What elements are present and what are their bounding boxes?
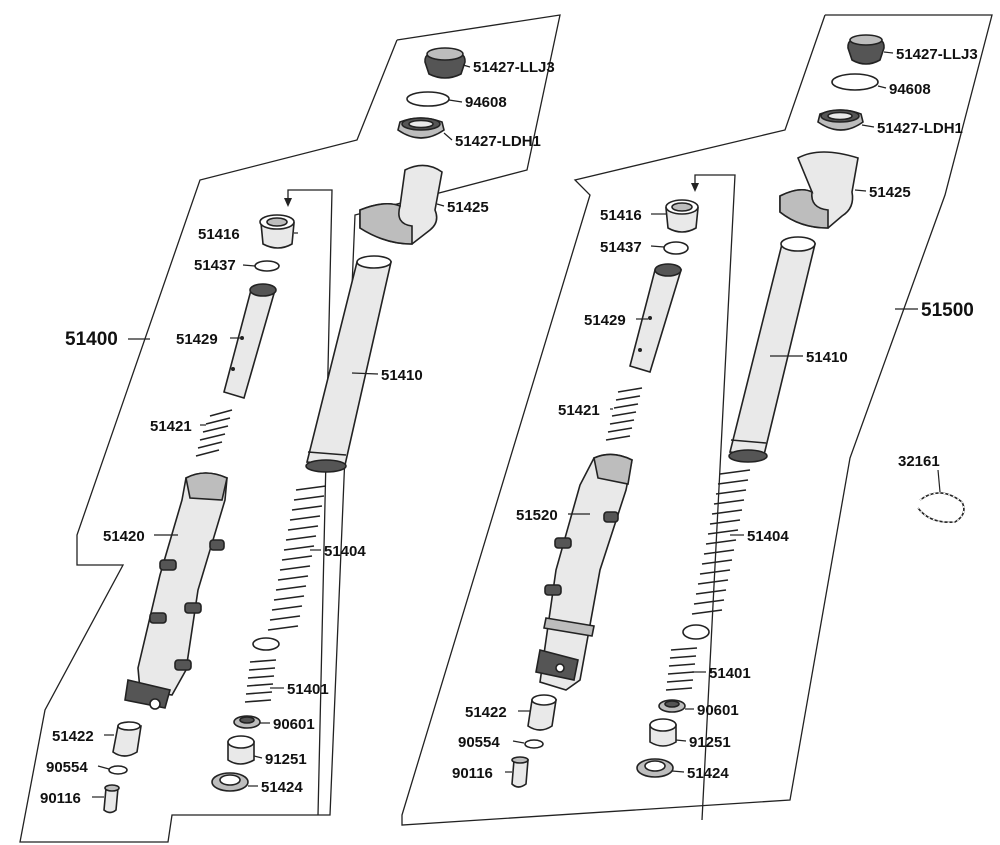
right-label-washer: 51437 xyxy=(600,239,642,256)
left-main-spring-part xyxy=(267,485,327,631)
left-label-cover: 51425 xyxy=(447,199,489,216)
right-oring-part xyxy=(831,73,879,91)
right-cap-lower-part xyxy=(817,109,864,131)
right-seal-part xyxy=(658,699,686,713)
left-label-cap-lower: 51427-LDH1 xyxy=(455,133,541,150)
left-label-collar: 91251 xyxy=(265,751,307,768)
right-bracket-arrow xyxy=(694,174,736,821)
right-label-bolt: 90116 xyxy=(452,765,493,782)
right-label-small-spring: 51421 xyxy=(558,402,600,419)
left-bracket-arrow xyxy=(287,189,333,816)
left-label-main-spring: 51404 xyxy=(324,543,366,560)
left-label-rod: 51429 xyxy=(176,331,218,348)
right-bracket-arrow-head xyxy=(691,183,699,192)
left-label-bolt: 90116 xyxy=(40,790,81,807)
left-lower-spring-part xyxy=(244,659,277,703)
left-oil-seal-part xyxy=(211,772,249,792)
right-bushing-part xyxy=(665,199,699,233)
right-bolt-part xyxy=(511,756,529,788)
left-label-lower-spring: 51401 xyxy=(287,681,329,698)
left-label-bottom-piece: 51422 xyxy=(52,728,94,745)
right-slider-part xyxy=(535,453,633,691)
right-washer-part xyxy=(663,241,689,255)
right-label-cap-top: 51427-LLJ3 xyxy=(896,46,978,63)
left-bottom-washer-part xyxy=(108,765,128,775)
left-label-slider: 51420 xyxy=(103,528,145,545)
right-small-spring-part xyxy=(605,387,643,441)
right-label-oil-seal: 51424 xyxy=(687,765,729,782)
left-label-oil-seal: 51424 xyxy=(261,779,303,796)
left-assembly-label: 51400 xyxy=(65,329,118,350)
right-cover-part xyxy=(779,151,859,229)
right-assembly-label: 51500 xyxy=(921,300,974,321)
right-label-cover: 51425 xyxy=(869,184,911,201)
right-assembly-frame xyxy=(401,14,993,826)
left-leader-lines xyxy=(92,64,471,798)
left-spacer-ring xyxy=(252,637,280,651)
left-bolt-part xyxy=(103,784,120,814)
left-oring-part xyxy=(406,91,450,107)
right-label-lower-spring: 51401 xyxy=(709,665,751,682)
left-label-cap-top: 51427-LLJ3 xyxy=(473,59,555,76)
left-cap-top-part xyxy=(424,47,466,79)
left-label-bushing: 51416 xyxy=(198,226,240,243)
right-label-bushing: 51416 xyxy=(600,207,642,224)
left-cover-part xyxy=(359,164,443,245)
right-main-spring-part xyxy=(691,469,751,615)
right-label-rod: 51429 xyxy=(584,312,626,329)
right-spacer-ring xyxy=(682,624,710,640)
left-bracket-arrow-head xyxy=(284,198,292,207)
right-label-outer-tube: 51410 xyxy=(806,349,848,366)
right-leader-lines xyxy=(505,51,941,773)
left-outer-tube-part xyxy=(305,255,393,473)
left-label-small-spring: 51421 xyxy=(150,418,192,435)
right-bottom-piece-part xyxy=(527,694,557,731)
right-lower-spring-part xyxy=(665,647,698,691)
left-collar-part xyxy=(227,735,255,765)
right-label-bottom-piece: 51422 xyxy=(465,704,507,721)
right-label-oring: 94608 xyxy=(889,81,931,98)
right-label-circlip: 32161 xyxy=(898,453,940,470)
right-circlip-part xyxy=(917,492,965,524)
right-label-cap-lower: 51427-LDH1 xyxy=(877,120,963,137)
right-outer-tube-part xyxy=(728,236,817,463)
right-bottom-washer-part xyxy=(524,739,544,749)
right-cap-top-part xyxy=(847,34,885,65)
left-cap-lower-part xyxy=(397,117,445,139)
left-small-spring-part xyxy=(195,409,233,457)
left-label-seal: 90601 xyxy=(273,716,315,733)
left-assembly-frame xyxy=(19,14,561,843)
left-seal-part xyxy=(233,715,261,729)
right-label-collar: 91251 xyxy=(689,734,731,751)
right-label-bottom-washer: 90554 xyxy=(458,734,500,751)
left-label-outer-tube: 51410 xyxy=(381,367,423,384)
right-rod-part xyxy=(629,263,683,373)
left-label-bottom-washer: 90554 xyxy=(46,759,88,776)
right-collar-part xyxy=(649,718,677,747)
right-oil-seal-part xyxy=(636,758,674,778)
right-label-seal: 90601 xyxy=(697,702,739,719)
left-washer-part xyxy=(254,260,280,272)
right-label-slider: 51520 xyxy=(516,507,558,524)
right-label-main-spring: 51404 xyxy=(747,528,789,545)
left-bottom-piece-part xyxy=(112,721,142,757)
left-label-washer: 51437 xyxy=(194,257,236,274)
left-label-oring: 94608 xyxy=(465,94,507,111)
left-slider-part xyxy=(124,472,228,710)
left-bushing-part xyxy=(259,214,295,249)
left-rod-part xyxy=(223,283,277,399)
